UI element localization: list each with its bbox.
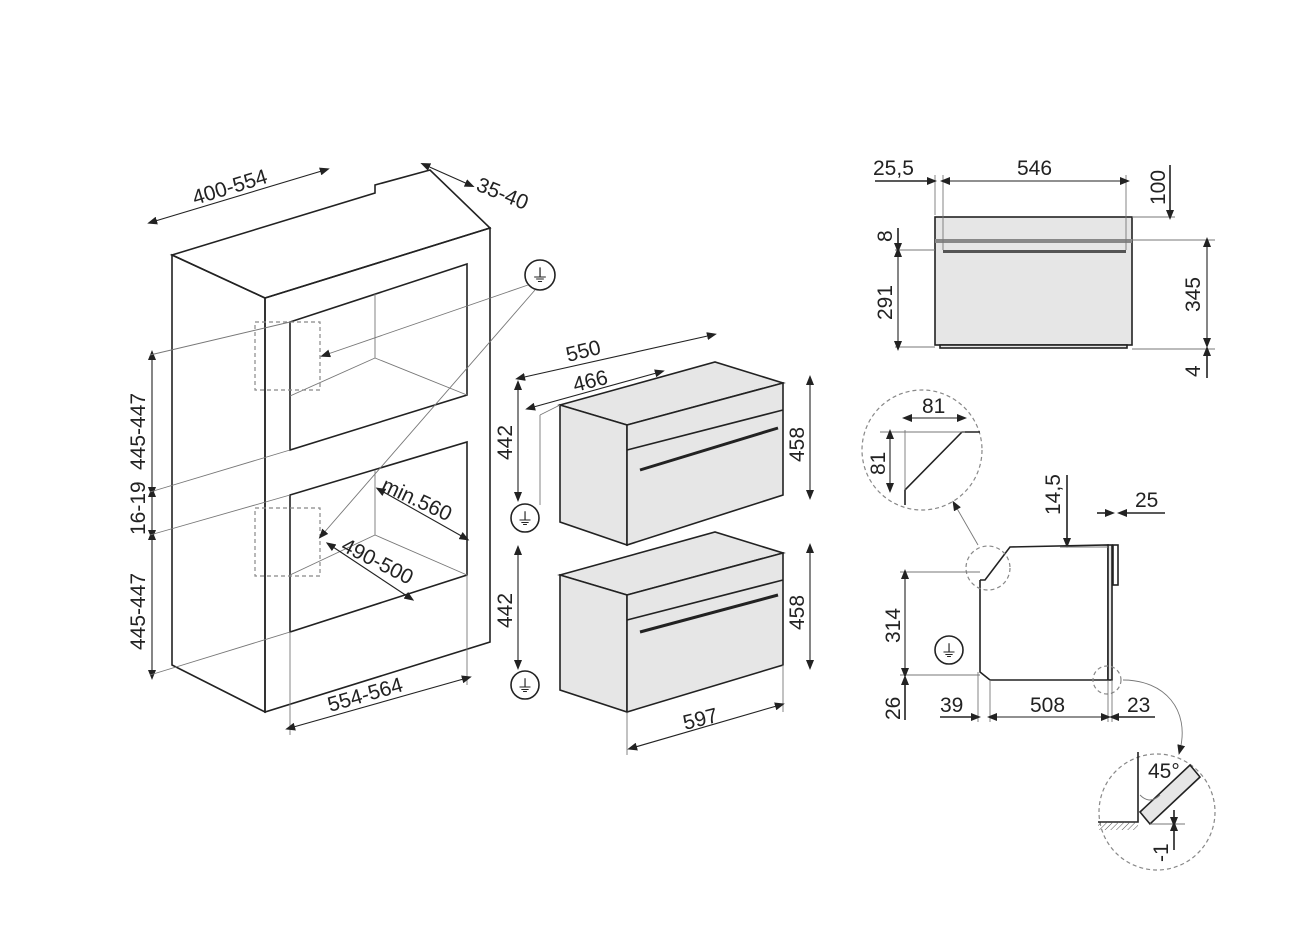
front-bottom-label: 4 (1182, 365, 1205, 377)
front-height-label: 345 (1182, 277, 1205, 312)
cabinet-rear-depth: 35-40 (473, 173, 531, 214)
lower-oven-front-height: 458 (786, 595, 809, 630)
cabinet-min-depth: min.560 (378, 474, 455, 526)
chamfer-height-label: 81 (867, 452, 890, 475)
lower-oven (557, 531, 786, 714)
cabinet-lower-height: 445-447 (127, 573, 150, 650)
cabinet-side (171, 253, 266, 714)
chamfer-detail (861, 389, 983, 511)
svg-text:⏚: ⏚ (531, 266, 549, 286)
front-offset-label: 25,5 (873, 157, 914, 180)
angle-detail (1098, 753, 1216, 871)
side-height-label: 314 (882, 608, 905, 643)
cabinet-drawing: ⏚ 400-554 35-40 445-447 16-19 445-447 mi… (127, 162, 556, 735)
side-handle-label: 25 (1135, 489, 1158, 512)
cabinet-width-top: 400-554 (190, 165, 271, 210)
offset-label: -1 (1150, 843, 1173, 862)
side-depth-label: 508 (1030, 694, 1065, 717)
front-top-label: 100 (1147, 170, 1170, 205)
socket-area-upper (254, 321, 321, 391)
cabinet-gap: 16-19 (127, 481, 150, 535)
front-lower-label: 291 (874, 285, 897, 320)
svg-text:⏚: ⏚ (517, 677, 534, 696)
upper-opening (289, 262, 468, 452)
plug-icon-lower: ⏚ (510, 670, 540, 700)
side-top-gap-label: 14,5 (1042, 474, 1065, 515)
plug-icon-upper: ⏚ (510, 503, 540, 533)
upper-oven-body-height: 442 (494, 425, 517, 460)
cabinet-upper-height: 445-447 (127, 393, 150, 470)
oven-total-depth: 550 (564, 336, 604, 367)
oven-front-width: 597 (681, 704, 721, 735)
lower-oven-body-height: 442 (494, 593, 517, 628)
front-width-label: 546 (1017, 157, 1052, 180)
side-view: 81 81 ⏚ 14,5 25 314 26 39 508 23 45° (861, 389, 1216, 871)
side-rear-label: 39 (940, 694, 963, 717)
svg-text:⏚: ⏚ (941, 642, 958, 661)
chamfer-width-label: 81 (922, 395, 945, 418)
side-base-label: 26 (882, 697, 905, 720)
svg-text:⏚: ⏚ (517, 510, 534, 529)
angle-label: 45° (1148, 760, 1180, 783)
cabinet-front (264, 226, 491, 714)
cabinet-width-bottom: 554-564 (325, 673, 406, 716)
cabinet-inner-depth: 490-500 (338, 534, 417, 589)
socket-area-lower (254, 507, 321, 577)
upper-oven-front-height: 458 (786, 427, 809, 462)
ovens-drawing: ⏚ ⏚ 550 466 442 458 442 458 597 (494, 332, 814, 755)
front-view: 25,5 546 100 345 8 291 4 (873, 157, 1215, 378)
plug-icon-side: ⏚ (934, 635, 964, 665)
side-front-label: 23 (1127, 694, 1150, 717)
plug-icon: ⏚ (524, 259, 556, 291)
front-strip-label: 8 (874, 230, 897, 242)
